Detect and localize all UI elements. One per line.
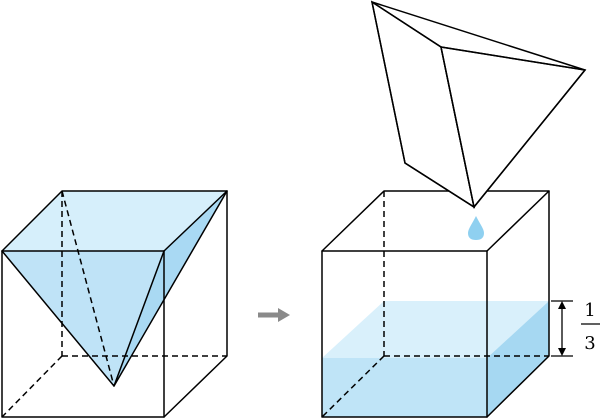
right-cube-top-face — [321, 190, 550, 252]
pouring-pyramid-ridge-down — [440, 46, 475, 208]
left-cube-with-pyramid — [1, 190, 228, 418]
pyramid-back-face — [2, 191, 227, 251]
water-top-face — [322, 301, 549, 358]
water-drop-icon — [468, 216, 484, 240]
pyramid-edge-front — [113, 250, 165, 387]
right-arrow-icon — [258, 308, 290, 322]
pyramid-edge-hidden — [61, 190, 115, 387]
dimension-arrow-up — [558, 301, 566, 309]
right-cube-hidden-bottom-left — [321, 355, 385, 418]
left-cube-right-face — [163, 190, 228, 418]
fraction-numerator: 1 — [584, 300, 595, 321]
pyramid-left-face — [2, 251, 164, 386]
water-side-face — [487, 301, 549, 417]
left-cube-top-face — [1, 190, 228, 252]
water-level-dimension: 1 3 — [551, 300, 600, 357]
dimension-arrow-down — [558, 348, 566, 356]
water-front-face — [322, 358, 487, 417]
right-cube-with-water — [321, 190, 550, 418]
left-cube-hidden-bottom-left — [1, 355, 63, 418]
pouring-pyramid — [370, 0, 587, 209]
fraction-denominator: 3 — [584, 333, 595, 354]
